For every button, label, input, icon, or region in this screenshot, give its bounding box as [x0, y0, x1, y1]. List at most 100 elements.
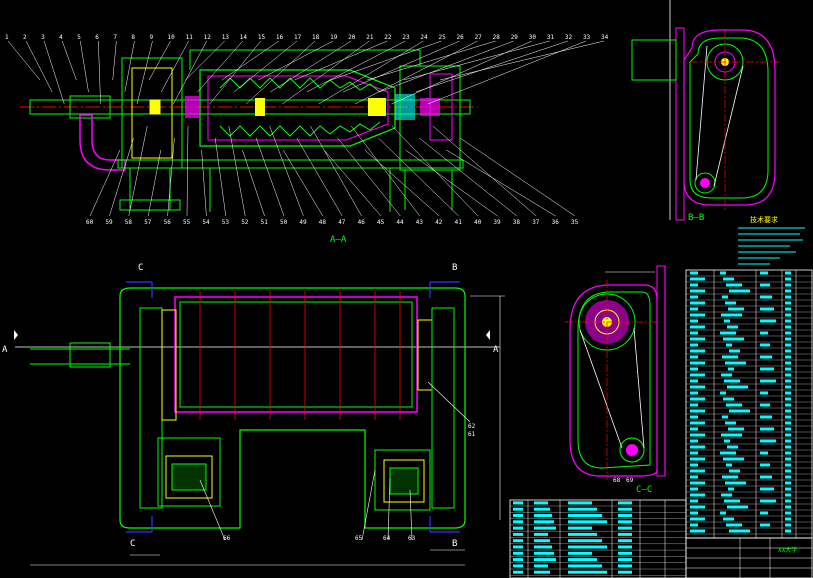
part-balloon-35: 35 — [571, 219, 579, 226]
plan-section-mark-c-top: C — [138, 263, 143, 273]
balloon-leader — [459, 137, 576, 217]
balloon-leader — [242, 149, 265, 217]
part-balloon-9: 9 — [149, 34, 153, 41]
part-balloon-11: 11 — [186, 34, 194, 41]
callout-64: 64 — [383, 535, 391, 542]
balloon-leader — [221, 40, 280, 81]
part-balloon-41: 41 — [455, 219, 463, 226]
part-balloon-37: 37 — [532, 219, 540, 226]
section-cc-label: C—C — [636, 485, 652, 495]
part-balloon-1: 1 — [5, 34, 9, 41]
part-balloon-36: 36 — [552, 219, 560, 226]
part-balloon-24: 24 — [420, 34, 428, 41]
balloon-leader — [201, 149, 207, 217]
part-balloon-2: 2 — [23, 34, 27, 41]
part-balloon-23: 23 — [402, 34, 410, 41]
section-cc-view — [565, 265, 666, 480]
callout-66: 66 — [223, 535, 231, 542]
balloon-leader — [43, 40, 65, 105]
balloon-leader — [245, 40, 316, 105]
balloon-leader — [342, 40, 460, 93]
balloon-leader — [367, 40, 496, 81]
part-balloon-42: 42 — [435, 219, 443, 226]
part-balloon-59: 59 — [105, 219, 113, 226]
section-bb-label: B—B — [688, 213, 704, 223]
notes-title: 技术要求 — [750, 215, 778, 224]
balloon-leader — [185, 40, 225, 81]
part-balloon-6: 6 — [95, 34, 99, 41]
balloon-leader — [318, 40, 424, 105]
balloon-leader — [419, 137, 517, 217]
balloon-leader — [98, 40, 101, 105]
balloon-leader — [147, 149, 162, 217]
balloon-leader — [109, 137, 134, 217]
balloon-leader — [233, 40, 298, 93]
balloon-leader — [148, 40, 171, 81]
bottom-parts-table — [509, 499, 687, 578]
part-balloon-52: 52 — [241, 219, 249, 226]
balloon-leader — [355, 40, 478, 105]
part-balloon-55: 55 — [183, 219, 191, 226]
part-balloon-25: 25 — [438, 34, 446, 41]
balloon-leader — [228, 125, 246, 217]
part-balloon-30: 30 — [529, 34, 537, 41]
balloon-leader — [167, 137, 175, 217]
part-balloon-20: 20 — [348, 34, 356, 41]
balloon-leader — [403, 40, 550, 81]
part-balloon-60: 60 — [86, 219, 94, 226]
part-balloon-18: 18 — [312, 34, 320, 41]
balloon-leader — [270, 40, 352, 93]
balloon-leader — [378, 137, 459, 217]
callout-61: 61 — [468, 431, 476, 438]
section-aa-view — [20, 49, 478, 212]
section-bb-view — [631, 0, 780, 221]
title-block: XX大学 — [685, 537, 813, 578]
callout-69: 69 — [626, 477, 634, 484]
balloon-leader — [415, 40, 568, 93]
balloon-leader — [7, 40, 41, 81]
plan-section-mark-a-left: A — [2, 345, 8, 355]
balloon-leader — [209, 40, 262, 105]
part-balloon-29: 29 — [511, 34, 519, 41]
balloon-leader — [391, 40, 532, 105]
part-balloon-33: 33 — [583, 34, 591, 41]
part-balloon-4: 4 — [59, 34, 63, 41]
balloon-leader — [214, 137, 227, 217]
part-balloon-21: 21 — [366, 34, 374, 41]
part-balloon-39: 39 — [493, 219, 501, 226]
balloon-leader — [323, 149, 382, 217]
part-balloon-34: 34 — [601, 34, 609, 41]
part-balloon-48: 48 — [319, 219, 327, 226]
balloon-leader — [25, 40, 53, 93]
balloon-leader — [128, 125, 148, 217]
balloon-leader — [379, 40, 514, 93]
balloon-leader — [294, 40, 388, 81]
balloon-leader — [112, 40, 117, 81]
technical-notes: 技术要求 — [738, 215, 805, 265]
part-balloon-26: 26 — [457, 34, 465, 41]
part-balloon-38: 38 — [513, 219, 521, 226]
balloon-leader — [79, 40, 89, 93]
part-balloon-7: 7 — [113, 34, 117, 41]
balloon-leader — [197, 40, 243, 93]
part-balloon-53: 53 — [222, 219, 230, 226]
part-balloon-8: 8 — [131, 34, 135, 41]
plan-section-mark-b-top: B — [452, 263, 457, 273]
callout-63: 63 — [408, 535, 416, 542]
balloon-leader — [124, 40, 135, 93]
balloon-leader — [282, 149, 324, 217]
balloon-leader — [364, 149, 440, 217]
part-balloon-50: 50 — [280, 219, 288, 226]
part-balloon-40: 40 — [474, 219, 482, 226]
balloon-leader — [310, 125, 362, 217]
balloon-leader — [330, 40, 442, 81]
balloon-leader — [446, 149, 556, 217]
part-balloon-44: 44 — [396, 219, 404, 226]
balloon-leader — [160, 40, 189, 93]
balloon-leader — [296, 137, 343, 217]
balloon-leader — [351, 125, 420, 217]
part-balloon-43: 43 — [416, 219, 424, 226]
